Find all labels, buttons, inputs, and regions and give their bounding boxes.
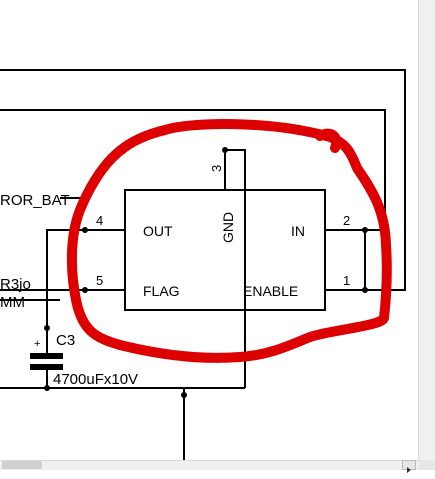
junction-dot [82, 227, 88, 233]
schematic-canvas[interactable]: ROR_BAT R3jo MM C3 + 4700uFx10V OUT FLAG… [0, 0, 418, 460]
pin-gnd-name: GND [220, 212, 236, 243]
pin-number-5: 5 [96, 273, 103, 288]
capacitor-ref-label: C3 [56, 332, 75, 349]
junction-dot [44, 385, 50, 391]
net-label-ror-bat: ROR_BAT [0, 192, 70, 209]
red-annotation-circle [66, 119, 392, 363]
pin-in-name: IN [291, 223, 305, 239]
wire-gnd-pin [224, 149, 246, 388]
pin-number-2: 2 [343, 213, 350, 228]
capacitor-value-label: 4700uFx10V [53, 371, 138, 388]
pin-number-1: 1 [343, 273, 350, 288]
pin-number-3: 3 [209, 165, 224, 172]
pin-out-name: OUT [143, 223, 173, 239]
pin-enable-name: ENABLE [243, 283, 298, 299]
pin-number-4: 4 [96, 213, 103, 228]
resistor-label-top: R3jo [0, 276, 31, 293]
junction-dot [362, 227, 368, 233]
junction-dot [222, 147, 228, 153]
vertical-scrollbar[interactable] [418, 0, 435, 460]
horizontal-scroll-thumb[interactable] [2, 461, 42, 469]
junction-dot [181, 392, 187, 398]
red-annotation-tail [315, 128, 342, 153]
capacitor-plate-bottom [30, 364, 63, 370]
resistor-label-bottom: MM [0, 294, 25, 311]
wires [0, 69, 406, 460]
scroll-right-arrow-icon[interactable] [402, 460, 416, 473]
horizontal-scrollbar[interactable] [0, 460, 418, 470]
capacitor-plate-top [30, 353, 63, 359]
ic-body [124, 189, 326, 311]
junction-dot [82, 287, 88, 293]
junction-dot [44, 325, 50, 331]
capacitor-polarity-mark: + [34, 338, 40, 350]
wire-out-pin [46, 229, 125, 290]
scrollbar-corner [418, 460, 435, 470]
wire-top-loop [0, 69, 406, 291]
junctions [44, 147, 368, 398]
schematic-drawing: ROR_BAT R3jo MM C3 + 4700uFx10V OUT FLAG… [0, 69, 406, 460]
pin-flag-name: FLAG [143, 283, 180, 299]
junction-dot [362, 287, 368, 293]
